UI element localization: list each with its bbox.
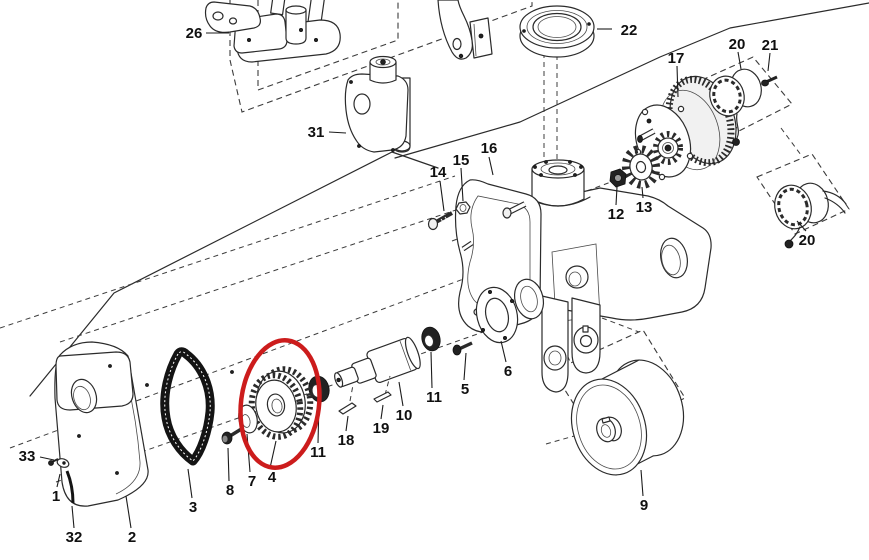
part-31-gearbox-unit	[344, 55, 411, 153]
part-label-6: 6	[504, 363, 512, 380]
part-label-15: 15	[453, 152, 470, 169]
part-22-bearing	[519, 5, 595, 58]
part-19-key	[373, 375, 392, 403]
part-label-14: 14	[430, 164, 447, 181]
part-13-sprocket	[621, 145, 661, 189]
part-label-33: 33	[19, 448, 36, 465]
part-32-strip	[65, 470, 75, 504]
part-label-16: 16	[481, 140, 498, 157]
leader-lines	[39, 28, 807, 529]
part-label-21: 21	[762, 37, 779, 54]
part-18-key	[338, 384, 357, 415]
part-15-nut	[455, 201, 471, 215]
part-label-4: 4	[268, 469, 277, 486]
chassis-outline-lines	[29, 2, 869, 397]
highlight-ellipse-part-4	[238, 338, 322, 470]
part-label-1: 1	[52, 488, 60, 505]
part-3-drive-chain	[160, 347, 215, 466]
part-label-18: 18	[338, 432, 355, 449]
part-label-11-left: 11	[310, 444, 326, 461]
part-10-output-shaft	[334, 336, 421, 388]
part-label-2: 2	[128, 529, 136, 546]
part-2-cover-plate	[54, 341, 234, 507]
part-6-bearing-flange	[475, 286, 519, 344]
part-label-32: 32	[66, 529, 83, 546]
part-21-screw	[761, 75, 778, 87]
part-9-drive-wheel	[570, 359, 685, 476]
tiller-outer-dashed-box	[229, 0, 533, 113]
brake-dashed-box-2	[756, 153, 850, 235]
part-label-13: 13	[636, 199, 653, 216]
part-16-gear-housing	[454, 159, 712, 393]
part-8-bolt	[221, 426, 244, 445]
part-label-19: 19	[373, 420, 390, 437]
part-label-5: 5	[461, 381, 469, 398]
part-12-nut	[609, 168, 627, 188]
part-label-10: 10	[396, 407, 413, 424]
part-11-bearing-right	[421, 326, 441, 352]
part-label-31: 31	[308, 124, 325, 141]
part-20-brake-unit-top	[709, 68, 762, 146]
part-14-bolt	[427, 211, 453, 231]
part-label-12: 12	[608, 206, 625, 223]
part-label-26: 26	[186, 25, 203, 42]
part-33-grease-fitting	[48, 458, 70, 468]
part-label-20-bottom: 20	[799, 232, 816, 249]
part-label-20-top: 20	[729, 36, 746, 53]
part-number-labels: 26 31 22 17 20 21 14 15 16 12 13 20 33 1…	[19, 22, 816, 546]
part-label-8: 8	[226, 482, 234, 499]
part-label-11-right: 11	[426, 389, 442, 406]
part-label-7: 7	[248, 473, 256, 490]
part-20-brake-unit-bottom	[774, 182, 847, 249]
part-label-9: 9	[640, 497, 648, 514]
part-label-22: 22	[621, 22, 638, 39]
part-5-bolt	[452, 341, 473, 356]
part-26-tiller-bracket-assembly	[204, 0, 341, 63]
part-label-3: 3	[189, 499, 197, 516]
tiller-arm-cut-piece	[437, 0, 493, 60]
part-label-17: 17	[668, 50, 685, 67]
part-4-chain-sprocket	[248, 366, 314, 440]
